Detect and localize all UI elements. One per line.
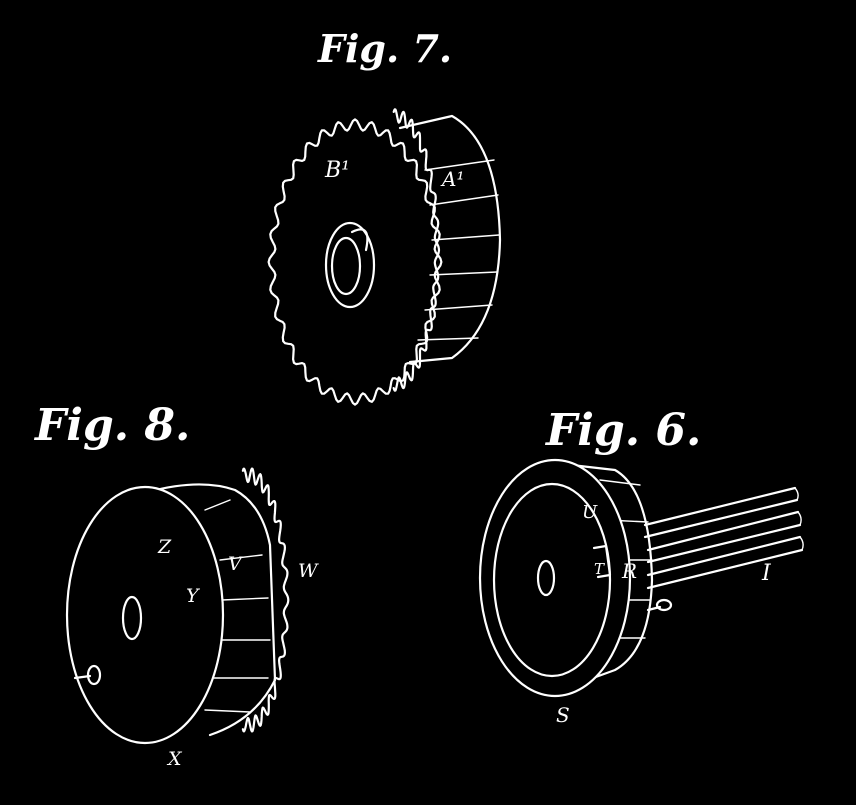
fig7-gear-b1 — [267, 118, 443, 406]
figure-8: Fig. 8. Z V W Y X — [33, 400, 319, 770]
figure-6: Fig. 6. U T R I — [478, 405, 804, 727]
label-x: X — [166, 748, 183, 770]
label-r: R — [621, 559, 637, 583]
fig6-rods — [643, 486, 804, 590]
label-s: S — [556, 703, 570, 727]
fig7-drum — [398, 114, 502, 364]
figure-6-title: Fig. 6. — [544, 405, 701, 456]
label-u: U — [582, 502, 598, 523]
label-i: I — [761, 561, 772, 586]
fig8-gear-w — [241, 467, 290, 733]
figure-7-title: Fig. 7. — [317, 26, 452, 71]
label-b1: B¹ — [324, 158, 350, 183]
label-v: V — [228, 553, 244, 575]
label-y: Y — [186, 585, 201, 607]
fig6-ring — [478, 458, 632, 698]
fig8-disk — [65, 485, 225, 745]
figure-8-title: Fig. 8. — [33, 400, 190, 451]
figure-7: Fig. 7. B¹ A¹ — [267, 26, 502, 406]
label-z: Z — [157, 536, 172, 558]
label-t: T — [594, 560, 605, 578]
label-a1: A¹ — [440, 167, 464, 191]
label-w: W — [298, 560, 319, 582]
fig7-hub — [324, 221, 376, 309]
